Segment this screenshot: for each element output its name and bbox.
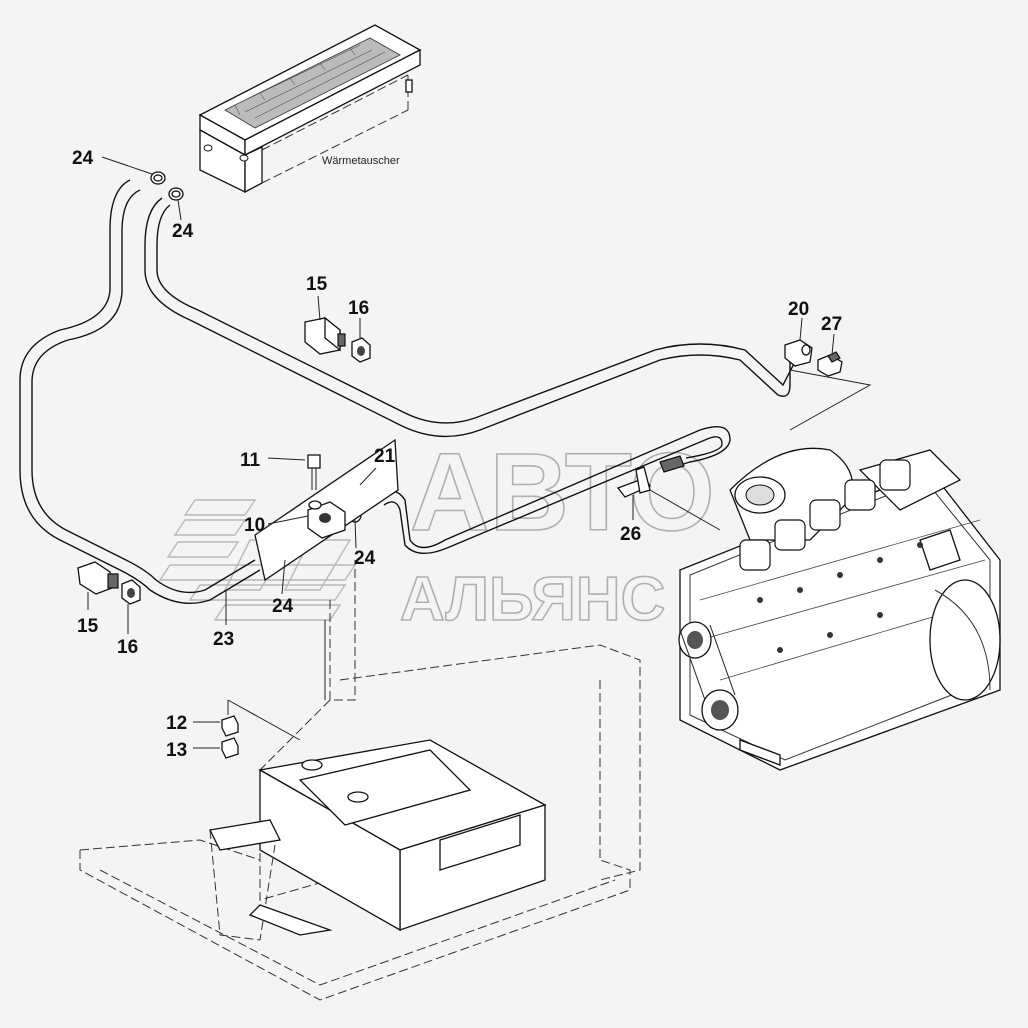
callout-27: 27 — [821, 314, 842, 335]
cab-frame — [79, 560, 641, 1001]
valve-27 — [817, 351, 843, 377]
elbow-20 — [784, 339, 813, 367]
callout-15: 15 — [77, 616, 99, 637]
hose-clamp-24-top — [150, 171, 184, 201]
callouts: 24 24 24 24 15 16 15 16 20 27 11 21 10 2… — [72, 148, 842, 761]
hoses — [19, 179, 801, 605]
callout-24: 24 — [354, 548, 376, 569]
callout-16: 16 — [117, 637, 138, 658]
callout-13: 13 — [166, 740, 187, 761]
callout-15: 15 — [306, 274, 328, 295]
callout-20: 20 — [788, 299, 809, 320]
nut-16-upper — [351, 337, 371, 363]
nut-16-lower — [121, 579, 141, 605]
callout-11: 11 — [240, 450, 261, 471]
bolt-11 — [307, 454, 321, 490]
watermark-line2: АЛЬЯНС — [400, 565, 665, 634]
leader-lines — [87, 156, 872, 749]
callout-23: 23 — [213, 629, 234, 650]
callout-24: 24 — [272, 596, 294, 617]
engine — [678, 447, 1001, 771]
callout-21: 21 — [374, 446, 396, 467]
callout-10: 10 — [244, 515, 265, 536]
t-piece-26 — [616, 466, 651, 498]
valve-block-10 — [307, 500, 346, 539]
callout-24: 24 — [72, 148, 94, 169]
nut-13 — [221, 737, 239, 759]
heat-exchanger: Wärmetauscher — [198, 24, 422, 194]
callout-26: 26 — [620, 524, 641, 545]
hose-connector — [659, 455, 685, 473]
heat-exchanger-caption: Wärmetauscher — [322, 155, 400, 167]
fitting-15-lower — [77, 561, 119, 595]
callout-24: 24 — [172, 221, 194, 242]
callout-16: 16 — [348, 298, 369, 319]
nut-12 — [221, 715, 239, 737]
fitting-15-upper — [304, 316, 346, 355]
callout-12: 12 — [166, 713, 187, 734]
